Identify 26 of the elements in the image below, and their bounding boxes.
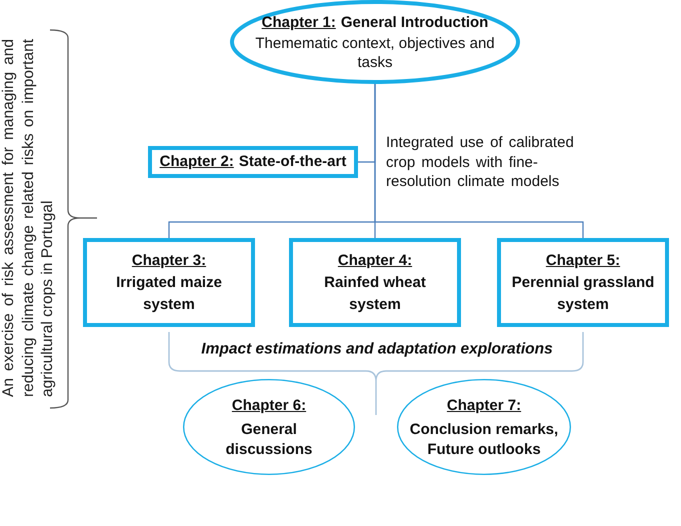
- chapter-ellipse: [397, 379, 571, 475]
- chapter-heading: Chapter 2:: [160, 152, 234, 172]
- chapter-heading: Chapter 6:: [232, 396, 306, 416]
- chapter-box: [83, 238, 255, 327]
- chapter-description: Themematic context, objectives and tasks: [254, 34, 496, 72]
- chapter-box: [289, 238, 461, 327]
- chapter-title: Rainfed wheat system: [323, 272, 427, 314]
- chapter-title: General Introduction: [340, 13, 488, 33]
- chapter-ellipse: [230, 0, 520, 84]
- chapter-box: [497, 238, 669, 327]
- chapter-title: General discussions: [224, 420, 314, 459]
- chapter-title: Conclusion remarks, Future outlooks: [408, 420, 560, 459]
- chapter-title: Irrigated maize system: [115, 272, 223, 314]
- annotation-text: Integrated use of calibrated crop models with fine-resolution climate models: [386, 133, 575, 192]
- chapter-heading: Chapter 7:: [446, 396, 522, 416]
- chapter-heading: Chapter 3:: [132, 250, 206, 270]
- chapter-heading: Chapter 5:: [546, 250, 620, 270]
- vertical-annotation: An exercise of risk assessment for managing and reducing climate change related risks on important agricultural crops in Portugal: [0, 39, 57, 397]
- chapter-ellipse: [183, 379, 355, 475]
- chapter-box: [148, 146, 358, 178]
- chapter-title: State-of-the-art: [238, 152, 346, 172]
- connector-line: [374, 84, 584, 238]
- chapter-heading: Chapter 4:: [338, 250, 412, 270]
- chapter-title: Perennial grassland system: [510, 272, 656, 314]
- bracket-caption: Impact estimations and adaptation explorations: [201, 340, 553, 358]
- chapter-heading: Chapter 1:: [262, 13, 336, 33]
